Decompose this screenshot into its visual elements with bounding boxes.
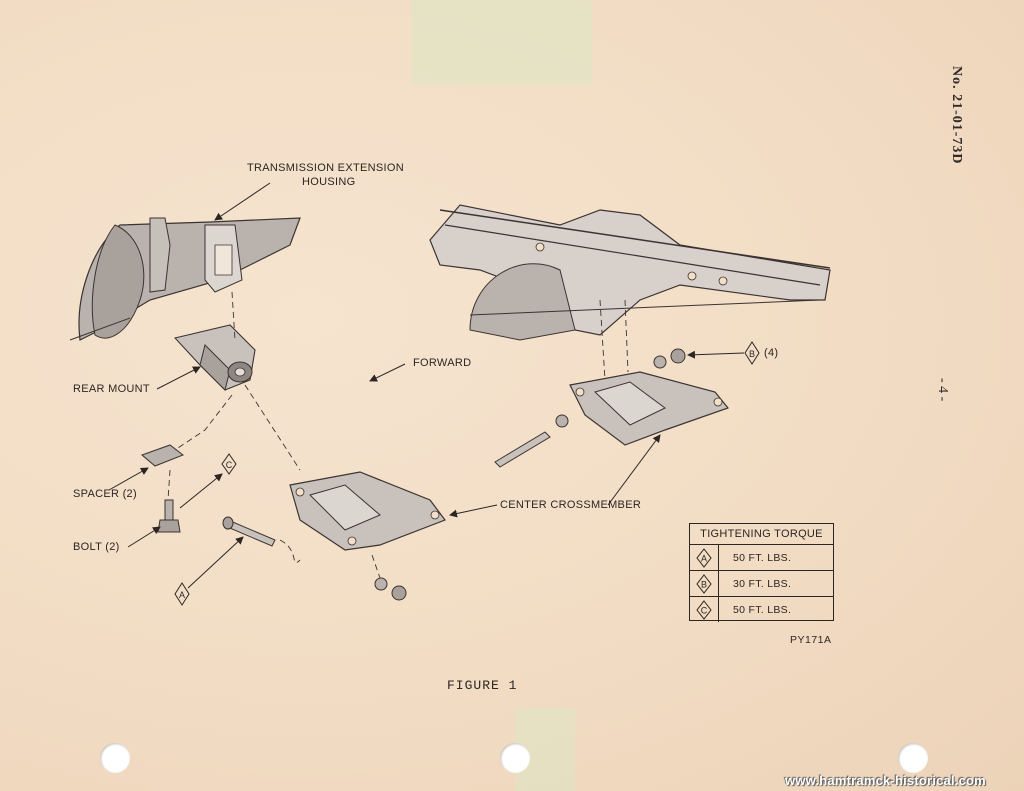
torque-value-b: 30 FT. LBS. — [733, 577, 792, 590]
upper-crossmember-drawing — [494, 348, 730, 468]
torque-symbol-b-letter: B — [701, 579, 707, 589]
tape-mark-top — [412, 0, 592, 85]
label-transmission-line2: HOUSING — [302, 176, 356, 188]
label-center-crossmember: CENTER CROSSMEMBER — [500, 499, 642, 511]
page-number: - 4 - — [935, 378, 950, 402]
label-rear-mount: REAR MOUNT — [73, 383, 150, 395]
torque-symbol-b: B — [690, 571, 719, 596]
label-bolt: BOLT (2) — [73, 541, 120, 553]
nut-drawing-left — [374, 577, 407, 601]
figure-code: PY171A — [790, 634, 832, 646]
torque-symbol-c: C — [690, 597, 719, 622]
torque-row-b: B 30 FT. LBS. — [690, 571, 833, 597]
bolt-drawing — [157, 499, 181, 533]
label-callout-b-quantity: (4) — [764, 347, 779, 359]
site-watermark: www.hamtramck-historical.com — [785, 773, 986, 788]
spacer-drawing — [141, 444, 185, 467]
transmission-housing-drawing — [69, 217, 301, 341]
binder-hole-center — [500, 743, 530, 773]
figure-caption: FIGURE 1 — [447, 678, 518, 693]
center-crossmember-drawing — [289, 471, 446, 551]
callout-a-letter: A — [179, 590, 185, 600]
callout-c-diamond: C — [221, 453, 237, 475]
label-spacer: SPACER (2) — [73, 488, 137, 500]
tightening-torque-table: TIGHTENING TORQUE A 50 FT. LBS. B 30 FT.… — [689, 523, 834, 622]
torque-value-c: 50 FT. LBS. — [733, 603, 792, 616]
long-bolt-drawing — [222, 516, 276, 547]
label-transmission-line1: TRANSMISSION EXTENSION — [247, 162, 404, 174]
torque-value-a: 50 FT. LBS. — [733, 551, 792, 564]
torque-table-title: TIGHTENING TORQUE — [690, 524, 833, 545]
binder-hole-left — [100, 743, 130, 773]
leader-arrows — [108, 182, 745, 589]
torque-symbol-a-letter: A — [701, 553, 707, 563]
torque-symbol-c-letter: C — [701, 605, 708, 615]
callout-b-letter: B — [749, 349, 755, 359]
rear-mount-drawing — [173, 324, 256, 391]
dashed-guides — [167, 291, 629, 579]
callout-a-diamond: A — [174, 582, 190, 606]
vehicle-frame-drawing — [429, 204, 831, 341]
callout-b-diamond: B — [744, 341, 760, 365]
document-number: No. 21-01-73D — [949, 66, 964, 165]
binder-hole-right — [898, 743, 928, 773]
label-forward: FORWARD — [413, 357, 472, 369]
torque-row-c: C 50 FT. LBS. — [690, 597, 833, 622]
torque-symbol-a: A — [690, 545, 719, 570]
torque-row-a: A 50 FT. LBS. — [690, 545, 833, 571]
callout-c-letter: C — [226, 460, 233, 470]
